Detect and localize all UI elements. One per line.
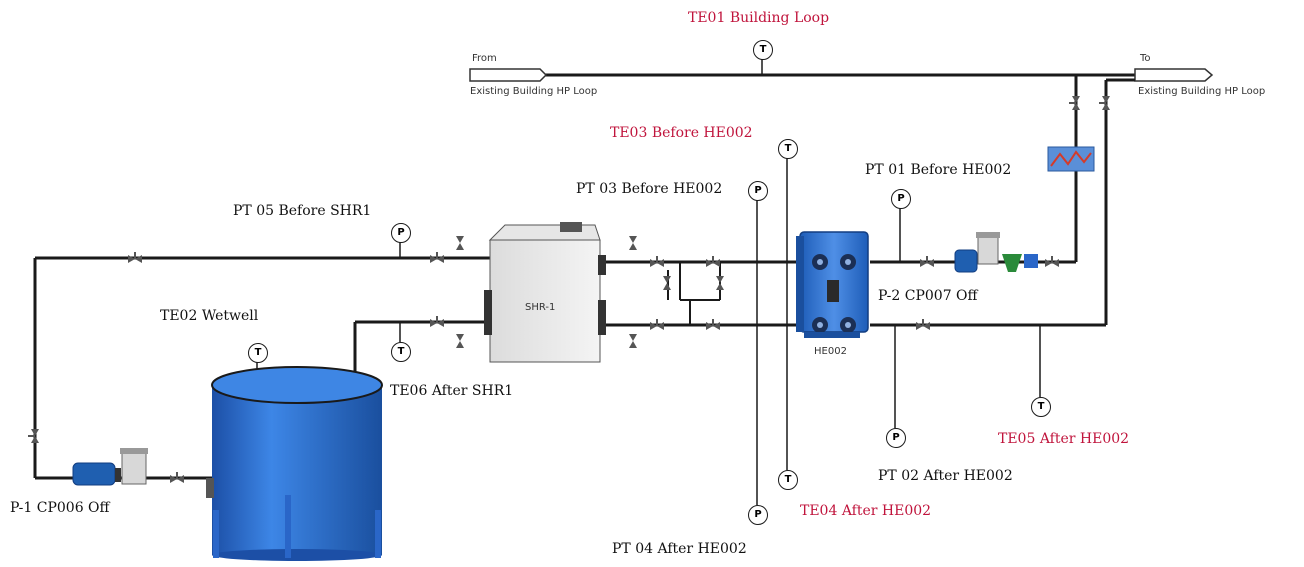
page-title: TE01 Building Loop bbox=[688, 10, 830, 26]
te04-label: TE04 After HE002 bbox=[800, 503, 932, 519]
te06-temperature-gauge-icon[interactable]: T bbox=[391, 342, 411, 362]
valve-icon[interactable] bbox=[1045, 255, 1059, 269]
pt05-pressure-gauge-icon[interactable]: P bbox=[391, 223, 411, 243]
valve-icon[interactable] bbox=[650, 318, 664, 332]
bypass-pipe bbox=[667, 262, 721, 325]
te02-temperature-gauge-icon[interactable]: T bbox=[248, 343, 268, 363]
from-label: From bbox=[472, 53, 497, 64]
pt05-label: PT 05 Before SHR1 bbox=[233, 203, 372, 219]
te04-temperature-gauge-icon[interactable]: T bbox=[778, 470, 798, 490]
heat-exchanger-icon bbox=[796, 231, 869, 338]
tank-icon bbox=[206, 366, 383, 561]
te03-label: TE03 Before HE002 bbox=[610, 125, 753, 141]
p2-label: P-2 CP007 Off bbox=[878, 288, 978, 304]
from-sub-label: Existing Building HP Loop bbox=[470, 86, 598, 97]
p2-pump-icon bbox=[954, 232, 1038, 273]
valve-icon[interactable] bbox=[916, 318, 930, 332]
te05-temperature-gauge-icon[interactable]: T bbox=[1031, 397, 1051, 417]
valve-icon[interactable] bbox=[920, 255, 934, 269]
drain-valve-icon[interactable] bbox=[715, 272, 725, 294]
pump-icon bbox=[72, 448, 148, 486]
shr-label: SHR-1 bbox=[525, 302, 556, 313]
drain-valve-icon[interactable] bbox=[662, 272, 672, 294]
return-line-pipe bbox=[353, 320, 1106, 372]
pt04-label: PT 04 After HE002 bbox=[612, 541, 747, 557]
pt01-pressure-gauge-icon[interactable]: P bbox=[891, 189, 911, 209]
p1-label: P-1 CP006 Off bbox=[10, 500, 110, 516]
valve-icon[interactable] bbox=[128, 251, 142, 265]
te05-label: TE05 After HE002 bbox=[998, 431, 1130, 447]
riser-pipes bbox=[1074, 75, 1135, 325]
te06-label: TE06 After SHR1 bbox=[390, 383, 514, 399]
drain-valve-icon[interactable] bbox=[628, 232, 638, 254]
te01-temperature-gauge-icon[interactable]: T bbox=[753, 40, 773, 60]
sensor-stems bbox=[256, 158, 1041, 505]
valve-icon[interactable] bbox=[650, 255, 664, 269]
trend-chart-icon bbox=[1047, 146, 1095, 172]
pt01-label: PT 01 Before HE002 bbox=[865, 162, 1012, 178]
drain-valve-icon[interactable] bbox=[455, 330, 465, 352]
drain-valve-icon[interactable] bbox=[455, 232, 465, 254]
te03-temperature-gauge-icon[interactable]: T bbox=[778, 139, 798, 159]
he-label: HE002 bbox=[814, 346, 847, 357]
pt02-label: PT 02 After HE002 bbox=[878, 468, 1013, 484]
valve-icon[interactable] bbox=[1069, 95, 1083, 110]
valve-icon[interactable] bbox=[706, 255, 720, 269]
valve-icon[interactable] bbox=[1099, 95, 1113, 110]
shr-1-unit bbox=[484, 222, 606, 363]
pt03-pressure-gauge-icon[interactable]: P bbox=[748, 181, 768, 201]
pt02-pressure-gauge-icon[interactable]: P bbox=[886, 428, 906, 448]
valve-icon[interactable] bbox=[170, 471, 184, 485]
pt03-label: PT 03 Before HE002 bbox=[576, 181, 723, 197]
to-label: To bbox=[1140, 53, 1151, 64]
valve-icon[interactable] bbox=[430, 251, 444, 265]
valve-icon[interactable] bbox=[706, 318, 720, 332]
wetwell-label: TE02 Wetwell bbox=[160, 308, 259, 324]
from-arrow-icon bbox=[469, 68, 548, 82]
pt04-pressure-gauge-icon[interactable]: P bbox=[748, 505, 768, 525]
valve-icon[interactable] bbox=[28, 428, 42, 443]
to-arrow-icon bbox=[1134, 68, 1214, 82]
drain-valve-icon[interactable] bbox=[628, 330, 638, 352]
to-sub-label: Existing Building HP Loop bbox=[1138, 86, 1266, 97]
valve-icon[interactable] bbox=[430, 315, 444, 329]
